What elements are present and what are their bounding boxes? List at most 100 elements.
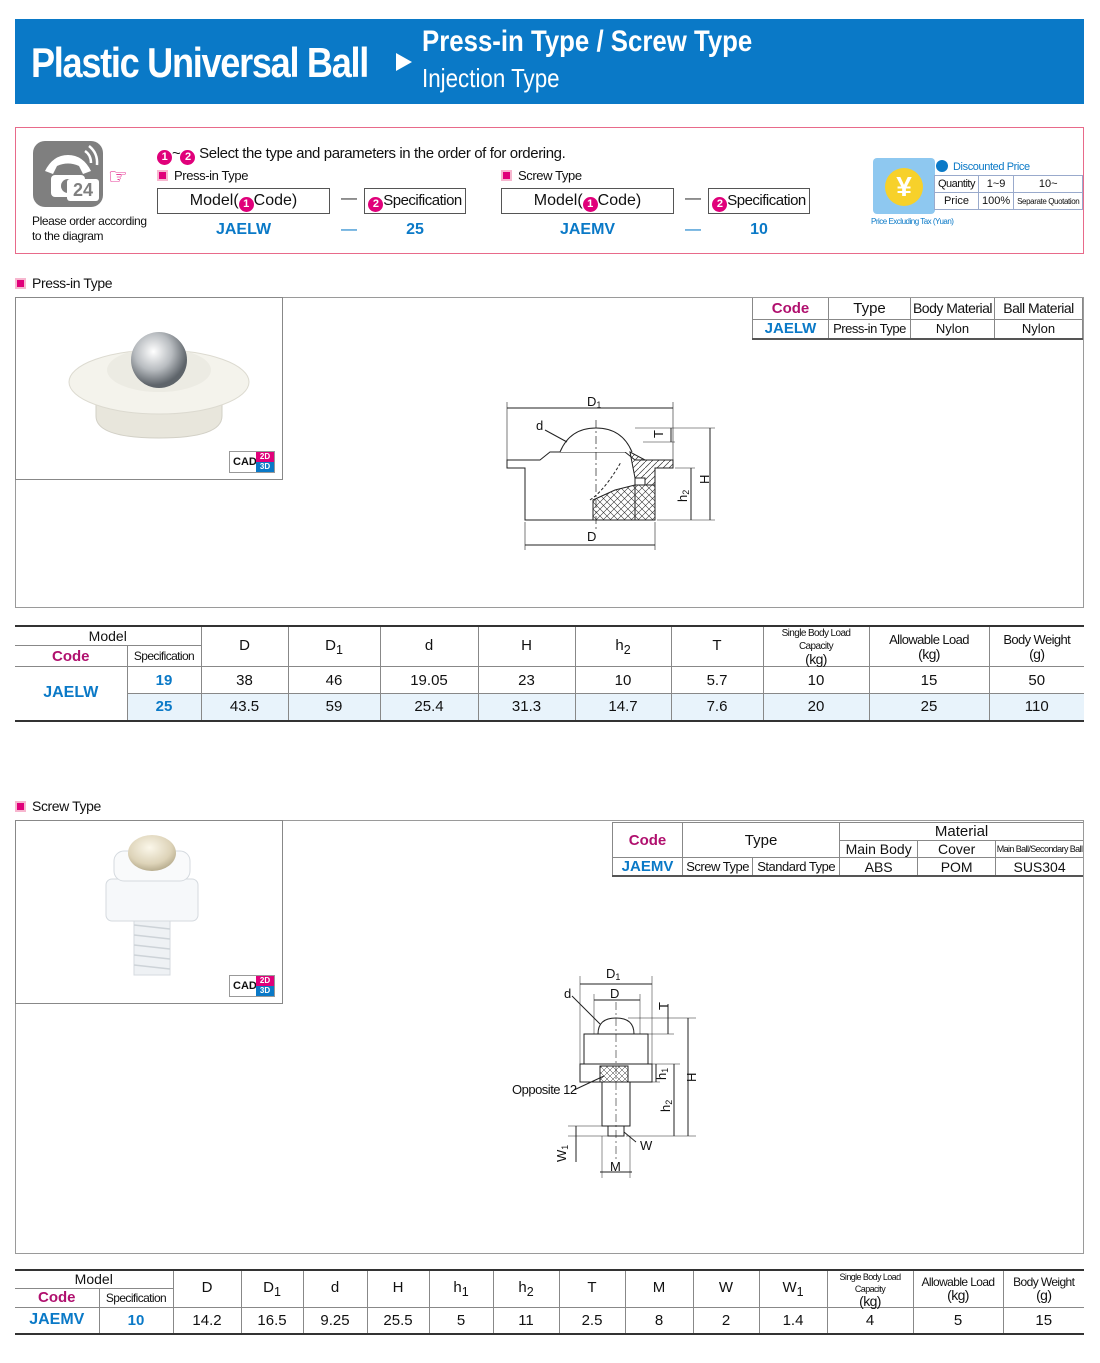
section-label-screw: Screw Type xyxy=(15,798,101,814)
code-cell: JAEMV xyxy=(15,1307,100,1334)
example-spec: 25 xyxy=(406,221,424,238)
spec-header: Specification xyxy=(99,1288,174,1309)
value-cell: 7.6 xyxy=(671,693,764,721)
value-cell: 15 xyxy=(869,666,990,694)
value-cell: 14.7 xyxy=(575,693,672,721)
value-cell: 9.25 xyxy=(303,1307,368,1334)
spec-cell: 25 xyxy=(127,693,202,721)
value-cell: 46 xyxy=(288,666,381,694)
example-spec: 10 xyxy=(750,221,768,238)
col-header-ball: Main Ball/Secondary Ball xyxy=(995,840,1083,858)
price-tier-2: Separate Quotation xyxy=(1013,192,1084,210)
col-header: D xyxy=(173,1270,242,1308)
square-bullet-icon xyxy=(157,170,168,181)
col-header: H xyxy=(367,1270,430,1308)
dim-w1-label: W1 xyxy=(554,1145,570,1162)
opposite-label: Opposite 12 xyxy=(512,1082,577,1097)
value-cell: 110 xyxy=(989,693,1084,721)
col-header: D1 xyxy=(288,626,381,667)
step-1-icon: 1 xyxy=(582,197,598,212)
value-cell: 25.4 xyxy=(380,693,479,721)
model-header: Model xyxy=(15,1270,174,1289)
col-header-main-body: Main Body xyxy=(839,840,919,858)
model-code-text: Code) xyxy=(597,192,642,209)
info-cover: POM xyxy=(917,857,997,877)
spec-cell: 19 xyxy=(127,666,202,694)
value-cell: 38 xyxy=(201,666,289,694)
square-bullet-icon xyxy=(15,278,26,289)
press-in-info-table: Code Type Body Material Ball Material JA… xyxy=(752,298,1083,340)
discounted-price-label: Discounted Price xyxy=(936,160,1030,173)
order-instruction: 1~2 Select the type and parameters in th… xyxy=(157,145,566,165)
step-1-icon: 1 xyxy=(238,197,254,212)
col-header: Allowable Load(kg) xyxy=(869,626,990,667)
separator-dash: — xyxy=(685,190,701,207)
square-bullet-icon xyxy=(501,170,512,181)
value-cell: 5 xyxy=(429,1307,494,1334)
quantity-label: Quantity xyxy=(934,175,979,193)
title-arrow-icon xyxy=(396,53,412,71)
value-cell: 15 xyxy=(1003,1307,1084,1334)
order-press-in-label: Press-in Type xyxy=(157,168,248,183)
screw-label-text: Screw Type xyxy=(518,168,582,183)
page-subtitle-secondary: Injection Type xyxy=(422,63,560,93)
cad-download-button[interactable]: CAD 2D 3D xyxy=(229,975,275,997)
info-type: Screw Type xyxy=(682,857,754,877)
order-note-line1: Please order according xyxy=(32,214,147,228)
info-type: Press-in Type xyxy=(828,319,911,340)
spec-header: Specification xyxy=(127,645,202,667)
page-title: Plastic Universal Ball xyxy=(31,39,369,86)
ordering-instructions-box: 24 Please order according to the diagram… xyxy=(15,127,1084,254)
dim-h-label: H xyxy=(684,1073,699,1082)
tilde: ~ xyxy=(172,145,181,162)
col-header: H xyxy=(478,626,576,667)
value-cell: 1.4 xyxy=(759,1307,828,1334)
price-tier-1: 100% xyxy=(977,192,1015,210)
col-header: T xyxy=(559,1270,626,1308)
col-header: d xyxy=(380,626,479,667)
phone-badge: 24 xyxy=(67,179,99,201)
info-ball: SUS304 xyxy=(995,857,1083,877)
col-header-material: Material xyxy=(839,822,1083,841)
cad-3d: 3D xyxy=(256,462,274,472)
value-cell: 19.05 xyxy=(380,666,479,694)
col-header: h1 xyxy=(429,1270,494,1308)
cad-text: CAD xyxy=(233,456,257,468)
dim-d-label: d xyxy=(564,986,571,1001)
square-bullet-icon xyxy=(15,801,26,812)
page-header: Plastic Universal Ball Press-in Type / S… xyxy=(15,19,1084,104)
section-label-press-in: Press-in Type xyxy=(15,275,113,291)
col-header: Body Weight(g) xyxy=(989,626,1084,667)
col-header-ball-material: Ball Material xyxy=(994,298,1083,320)
spec-label-text: Specification xyxy=(383,192,462,209)
model-prefix: Model( xyxy=(533,192,583,209)
col-header: Allowable Load(kg) xyxy=(913,1270,1004,1308)
dim-m-label: M xyxy=(610,1159,621,1174)
step-2-icon: 2 xyxy=(180,150,196,165)
value-cell: 20 xyxy=(763,693,870,721)
col-header: Single Body Load Capacity(kg) xyxy=(827,1270,914,1308)
col-header: d xyxy=(303,1270,368,1308)
value-cell: 23 xyxy=(478,666,576,694)
press-in-drawing: D1 d T H h2 D xyxy=(506,394,715,550)
spec-label-text: Specification xyxy=(727,192,806,209)
value-cell: 5 xyxy=(913,1307,1004,1334)
col-header-type: Type xyxy=(828,298,911,320)
cad-download-button[interactable]: CAD 2D 3D xyxy=(229,451,275,473)
info-code: JAELW xyxy=(752,319,829,340)
discounted-text: Discounted Price xyxy=(953,161,1030,173)
value-cell: 11 xyxy=(493,1307,560,1334)
value-cell: 59 xyxy=(288,693,381,721)
col-header-type: Type xyxy=(682,822,841,858)
code-header: Code xyxy=(15,645,128,667)
value-cell: 25.5 xyxy=(367,1307,430,1334)
page-subtitle: Press-in Type / Screw Type xyxy=(422,25,753,58)
info-ball-material: Nylon xyxy=(994,319,1083,340)
dim-d-label: d xyxy=(536,418,543,433)
model-code-text: Code) xyxy=(253,192,298,209)
screw-photo xyxy=(15,820,283,1004)
section-label-text: Screw Type xyxy=(32,798,101,814)
